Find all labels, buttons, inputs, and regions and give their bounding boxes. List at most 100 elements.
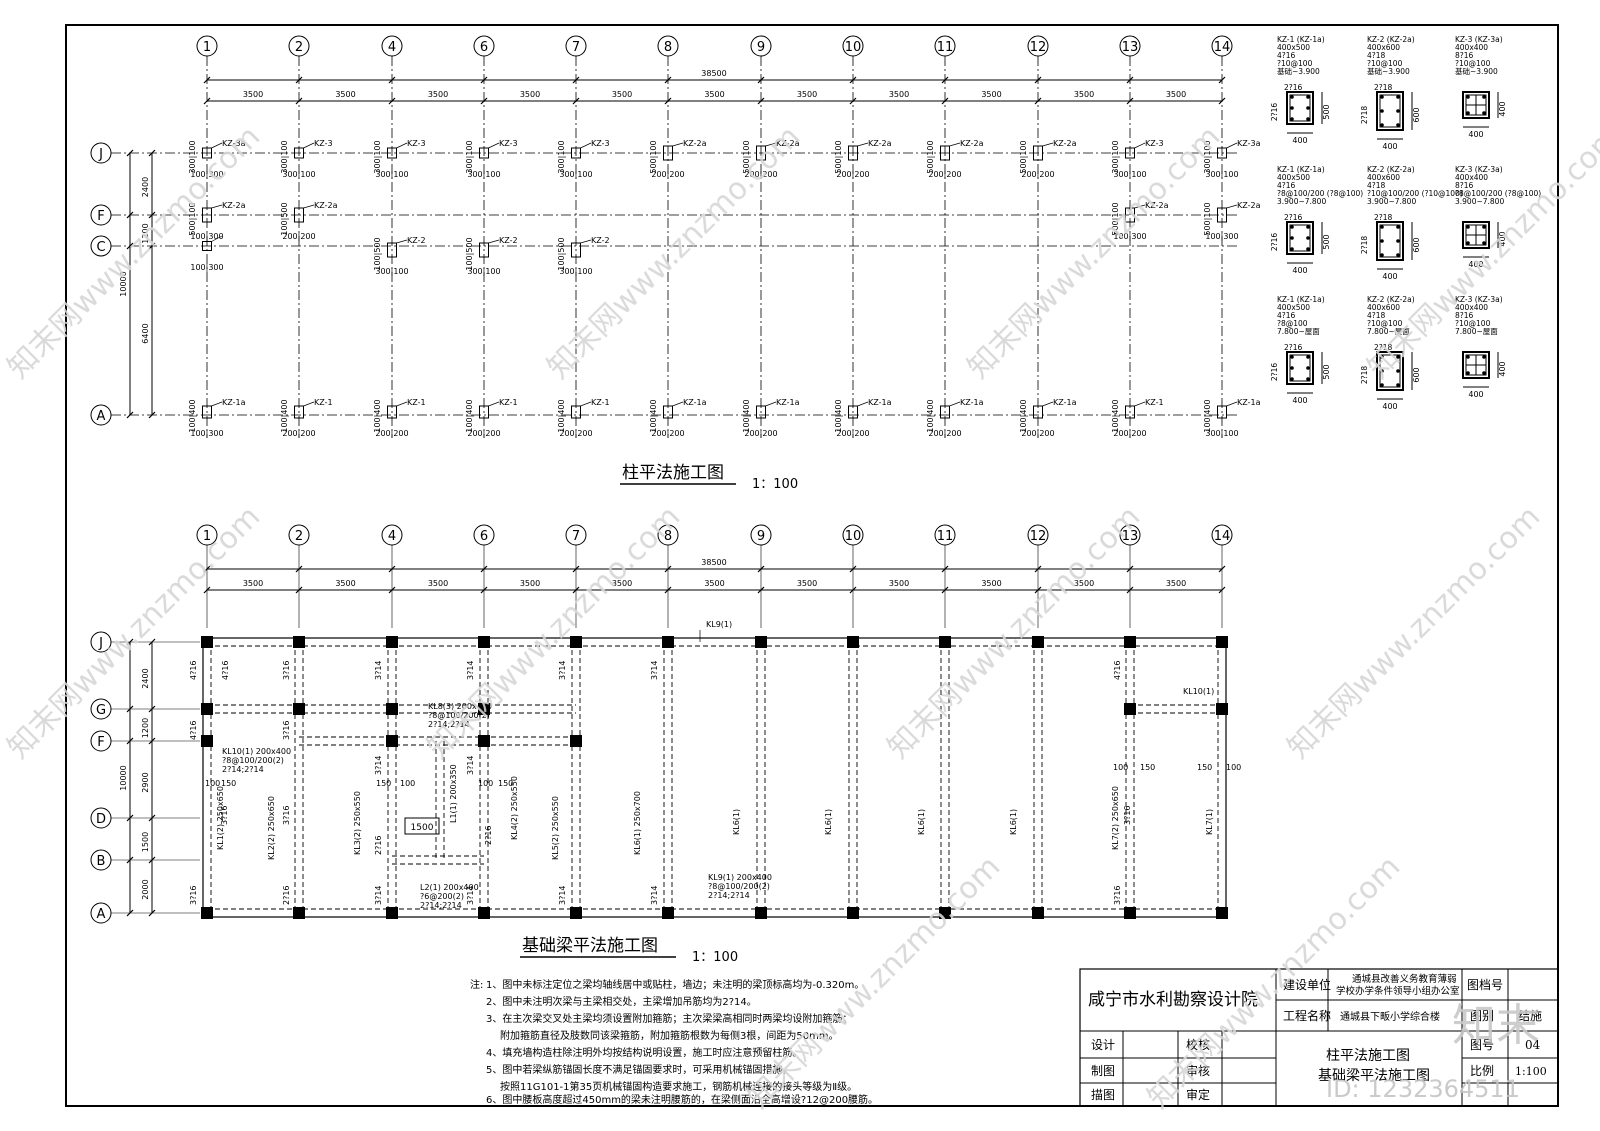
leader [303,142,315,149]
dim-tick [849,586,857,594]
rebar-dot [1380,95,1384,99]
axis-bubble-left: F [97,735,104,750]
rebar-dot [1466,225,1470,229]
section-text: 400x600 [1367,173,1400,182]
axis-bubble-top: 1 [203,40,211,55]
rebar-tag: 2?16 [282,885,291,905]
column-label: KZ-1 [591,398,610,407]
dim-total: 38500 [701,69,726,78]
axis-bubble-top: 7 [572,529,580,544]
dim-tick [941,76,949,84]
plan1-title: 柱平法施工图 [622,463,724,483]
section-side-rebar: 2?18 [1360,106,1369,125]
column-dim-horiz: 200|200 [467,429,500,438]
leader [396,401,408,407]
dim-small: 100 [1226,763,1241,772]
column-solid [1216,636,1228,648]
column-dim-horiz: 200|200 [836,429,869,438]
dim-tick [1218,76,1226,84]
section-text: 7.800~屋面 [1277,327,1320,336]
dim-span: 3500 [520,90,540,99]
beam-label-vertical: KL5(2) 250x550 [551,796,560,860]
column [848,145,858,161]
column-label: KZ-2 [407,236,426,245]
dim-tick [148,411,156,419]
dim-tick [148,242,156,250]
column-label: KZ-3 [591,139,610,148]
column-label: KZ-1 [499,398,518,407]
rebar-tag: 3?16 [282,805,291,825]
section-height: 500 [1322,104,1331,119]
column-label: KZ-2a [776,139,800,148]
review-label: 审核 [1186,1063,1210,1078]
axis-bubble-top: 1 [203,529,211,544]
rebar-tag: 2?16 [484,825,493,845]
column-label: KZ-1a [960,398,984,407]
section-text: 基础~3.900 [1367,66,1410,76]
column-dim-vert: 100|400 [465,399,474,432]
column-solid [201,907,213,919]
section-width: 400 [1382,402,1397,411]
column-label: KZ-2a [960,139,984,148]
column-dim-vert: 300|100 [1203,140,1212,173]
rebar-dot [1482,371,1486,375]
section-text: 基础~3.900 [1277,66,1320,76]
dim-span: 3500 [612,90,632,99]
section-text: 4?16 [1277,51,1296,60]
section-stirrup [1289,224,1311,252]
beam-label: 2?14;2?14 [708,891,750,900]
dim-small: 100 [478,779,493,788]
rebar-dot [1466,111,1470,115]
column-dim-horiz: 200|200 [836,170,869,179]
dim-row: 1200 [141,223,150,243]
section-text: ?10@100 [1277,59,1313,68]
axis-bubble-top: 13 [1122,40,1139,55]
column-solid [478,907,490,919]
axis-bubble-top: 10 [845,40,862,55]
beam-label: ?8@100/200(2) [222,756,284,765]
axis-bubble-top: 4 [388,529,396,544]
dim-small: 150 [498,779,513,788]
owner-value-2: 学校办学条件领导小组办公室 [1336,985,1460,997]
column [940,405,950,419]
rebar-dot [1466,241,1470,245]
column-dim-horiz: 300|100 [559,170,592,179]
rebar-dot [1290,366,1294,370]
column-label: KZ-3a [1237,139,1261,148]
column-solid [201,636,213,648]
rebar-dot [1306,355,1310,359]
dim-tick [1034,565,1042,573]
column-solid [1124,636,1136,648]
column-label: KZ-2a [683,139,707,148]
axis-bubble-top: 8 [664,40,672,55]
section-height: 600 [1412,367,1421,382]
column-solid [570,907,582,919]
rebar-dot [1290,106,1294,110]
section-text: KZ-3 (KZ-3a) [1455,35,1503,44]
axis-bubble-top: 6 [480,40,488,55]
rebar-tag: 3?16 [189,885,198,905]
section-outline [1462,221,1490,249]
rebar-dot [1396,95,1400,99]
column-label: KZ-1a [1237,398,1261,407]
note-line-3: 3、在主次梁交叉处主梁均须设置附加箍筋；主次梁梁高相同时两梁均设附加箍筋； [486,1012,852,1025]
leader [303,204,315,209]
section-text: KZ-1 (KZ-1a) [1277,295,1325,304]
column-dim-horiz: 200|200 [651,170,684,179]
column-solid [293,703,305,715]
column [663,145,673,161]
axis-bubble-left: A [97,409,106,424]
column-dim-vert: 300|100 [280,140,289,173]
leader [1226,142,1238,149]
rebar-tag: 3?14 [374,755,383,775]
column-dim-horiz: 100|300 [1113,232,1146,241]
section-text: 4?16 [1277,181,1296,190]
dim-row: 1200 [141,718,150,738]
section-height: 600 [1412,107,1421,122]
company-name: 咸宁市水利勘察设计院 [1088,990,1258,1010]
archive-label: 图档号 [1467,978,1503,992]
column-dim-horiz: 100|300 [190,429,223,438]
beam-label: KL10(1) [1183,687,1214,696]
section-text: 400x500 [1277,173,1310,182]
column-dim-vert: 500|100 [742,140,751,173]
